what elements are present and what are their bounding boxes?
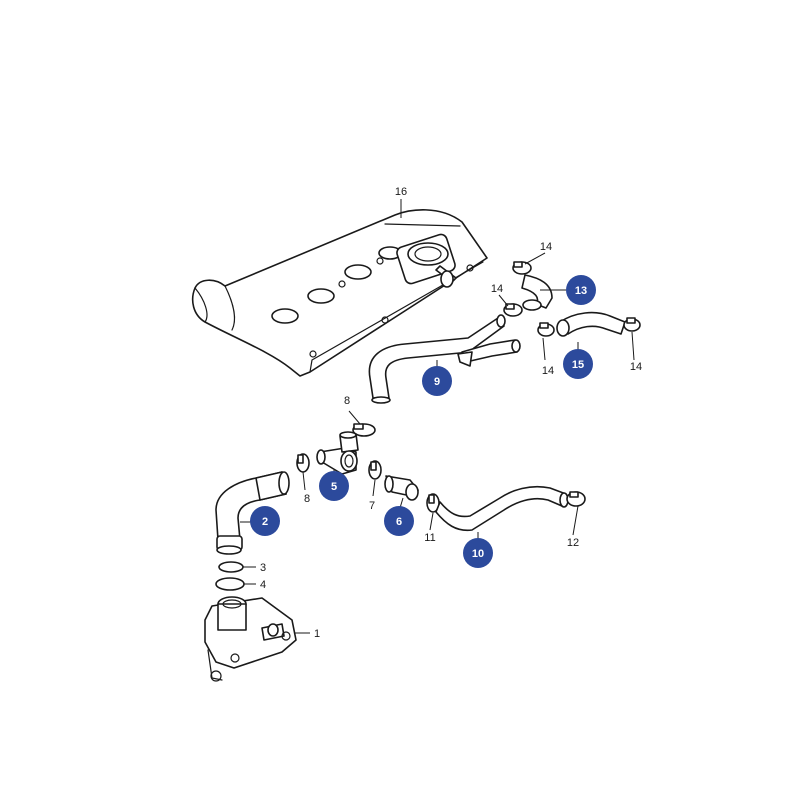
elbow-hose-2 [215,471,290,555]
label-14-left: 14 [491,283,503,295]
leader-lines [240,199,635,634]
callout-badge-10: 10 [463,538,493,568]
clamp-14-a [512,261,532,275]
clamp-14-d [623,317,641,332]
clamp-14-c [537,322,555,337]
seal-ring-4 [215,577,245,591]
callout-badge-10-text: 10 [472,548,484,560]
label-8-lower: 8 [304,493,310,505]
callout-badge-13-text: 13 [575,285,587,297]
label-8-upper: 8 [344,395,350,407]
hose-clamps-14 [503,261,641,337]
callout-badge-15-text: 15 [572,359,584,371]
cylinder-head-cover [191,209,488,377]
clamp-7 [368,460,382,480]
hose-10 [435,485,569,532]
label-3: 3 [260,562,266,574]
label-16: 16 [395,186,407,198]
label-14-middle: 14 [542,365,554,377]
o-ring-3 [218,561,244,573]
label-12: 12 [567,537,579,549]
callout-badge-5-text: 5 [331,481,337,493]
breather-hose-9 [368,314,521,404]
elbow-hose-13 [521,274,553,311]
callout-badge-2: 2 [250,506,280,536]
hose-clamps-8 [296,423,376,473]
callout-badge-2-text: 2 [262,516,268,528]
label-14-right: 14 [630,361,642,373]
callout-badge-5: 5 [319,471,349,501]
hose-15 [556,311,626,337]
label-4: 4 [260,579,266,591]
check-valve-6 [384,475,419,501]
label-14-top: 14 [540,241,552,253]
label-1: 1 [314,628,320,640]
oil-separator-housing-1 [204,596,297,682]
callout-badge-6-text: 6 [396,516,402,528]
t-piece-5 [316,431,359,475]
clamp-14-b [503,303,523,317]
clamp-8-b [296,453,310,473]
label-7: 7 [369,500,375,512]
label-11: 11 [424,532,435,544]
callout-badge-9: 9 [422,366,452,396]
callout-badge-13: 13 [566,275,596,305]
callout-badge-15: 15 [563,349,593,379]
clamp-8-a [352,423,376,437]
callout-badge-9-text: 9 [434,376,440,388]
clamp-12 [566,491,586,507]
callout-badge-6: 6 [384,506,414,536]
